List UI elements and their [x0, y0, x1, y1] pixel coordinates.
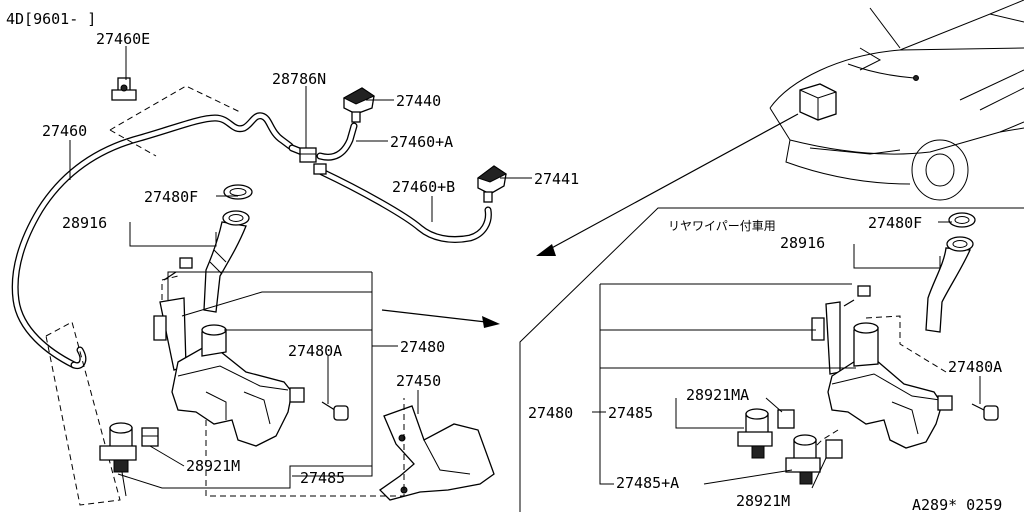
hose-clip-27460E: [111, 77, 137, 101]
inset-label-27485-a: 27485+A: [616, 474, 679, 492]
washer-tank: [171, 324, 305, 447]
inset-filler-neck: [925, 236, 974, 333]
label-28921M: 28921M: [186, 457, 240, 475]
reservoir-bracket: [153, 297, 187, 371]
washer-pump-27485: [99, 422, 137, 497]
label-27460: 27460: [42, 122, 87, 140]
label-28916: 28916: [62, 214, 107, 232]
model-code: 4D[9601- ]: [6, 10, 96, 28]
inset-mounting-bolt: [843, 285, 871, 307]
label-27480F: 27480F: [144, 188, 198, 206]
label-27460-a: 27460+A: [390, 133, 453, 151]
direction-arrows: [381, 113, 799, 328]
pump-grommet-28921M: [141, 427, 159, 447]
label-27480A: 27480A: [288, 342, 342, 360]
inset-title: リヤワイパー付車用: [668, 219, 776, 233]
inset-label-28921MA: 28921MA: [686, 386, 749, 404]
vehicle-sketch: [769, 0, 1024, 201]
hose-27460-b: [313, 163, 492, 244]
inset-label-27480A: 27480A: [948, 358, 1002, 376]
label-27460E: 27460E: [96, 30, 150, 48]
label-28786N: 28786N: [272, 70, 326, 88]
label-27450: 27450: [396, 372, 441, 390]
leader-lines-left: [69, 46, 532, 489]
inset-label-28921M: 28921M: [736, 492, 790, 510]
joint-28786N: [288, 144, 317, 163]
inset-washer-tank: [827, 322, 953, 449]
label-27480: 27480: [400, 338, 445, 356]
inset-bolt-27480A: [971, 403, 999, 421]
label-27441: 27441: [534, 170, 579, 188]
leader-lines-right: [592, 221, 981, 489]
washer-nozzle-27440: [342, 87, 376, 123]
inset-reservoir-bracket: [811, 301, 841, 375]
filler-neck-28916: [203, 210, 250, 313]
inset-label-27480F: 27480F: [868, 214, 922, 232]
inset-washer-pump-27485-a: [785, 434, 843, 485]
hose-27460-a: [316, 122, 358, 161]
inset-reservoir-cap: [948, 212, 976, 228]
rear-wiper-inset: [519, 207, 1024, 512]
reservoir-cap-27480F: [223, 184, 253, 200]
washer-nozzle-27441: [476, 165, 507, 203]
inset-label-28916: 28916: [780, 234, 825, 252]
label-27485: 27485: [300, 469, 345, 487]
label-27440: 27440: [396, 92, 441, 110]
inset-label-27480: 27480: [528, 404, 573, 422]
inset-washer-pump-27485: [737, 408, 795, 459]
tank-bracket-27450: [378, 405, 495, 501]
label-27460-b: 27460+B: [392, 178, 455, 196]
washer-hose-27460: [11, 112, 294, 370]
inset-label-27485: 27485: [608, 404, 653, 422]
bolt-27480A: [321, 401, 349, 421]
hose-routing-outline: [45, 321, 121, 506]
figure-code: A289* 0259: [912, 496, 1002, 512]
